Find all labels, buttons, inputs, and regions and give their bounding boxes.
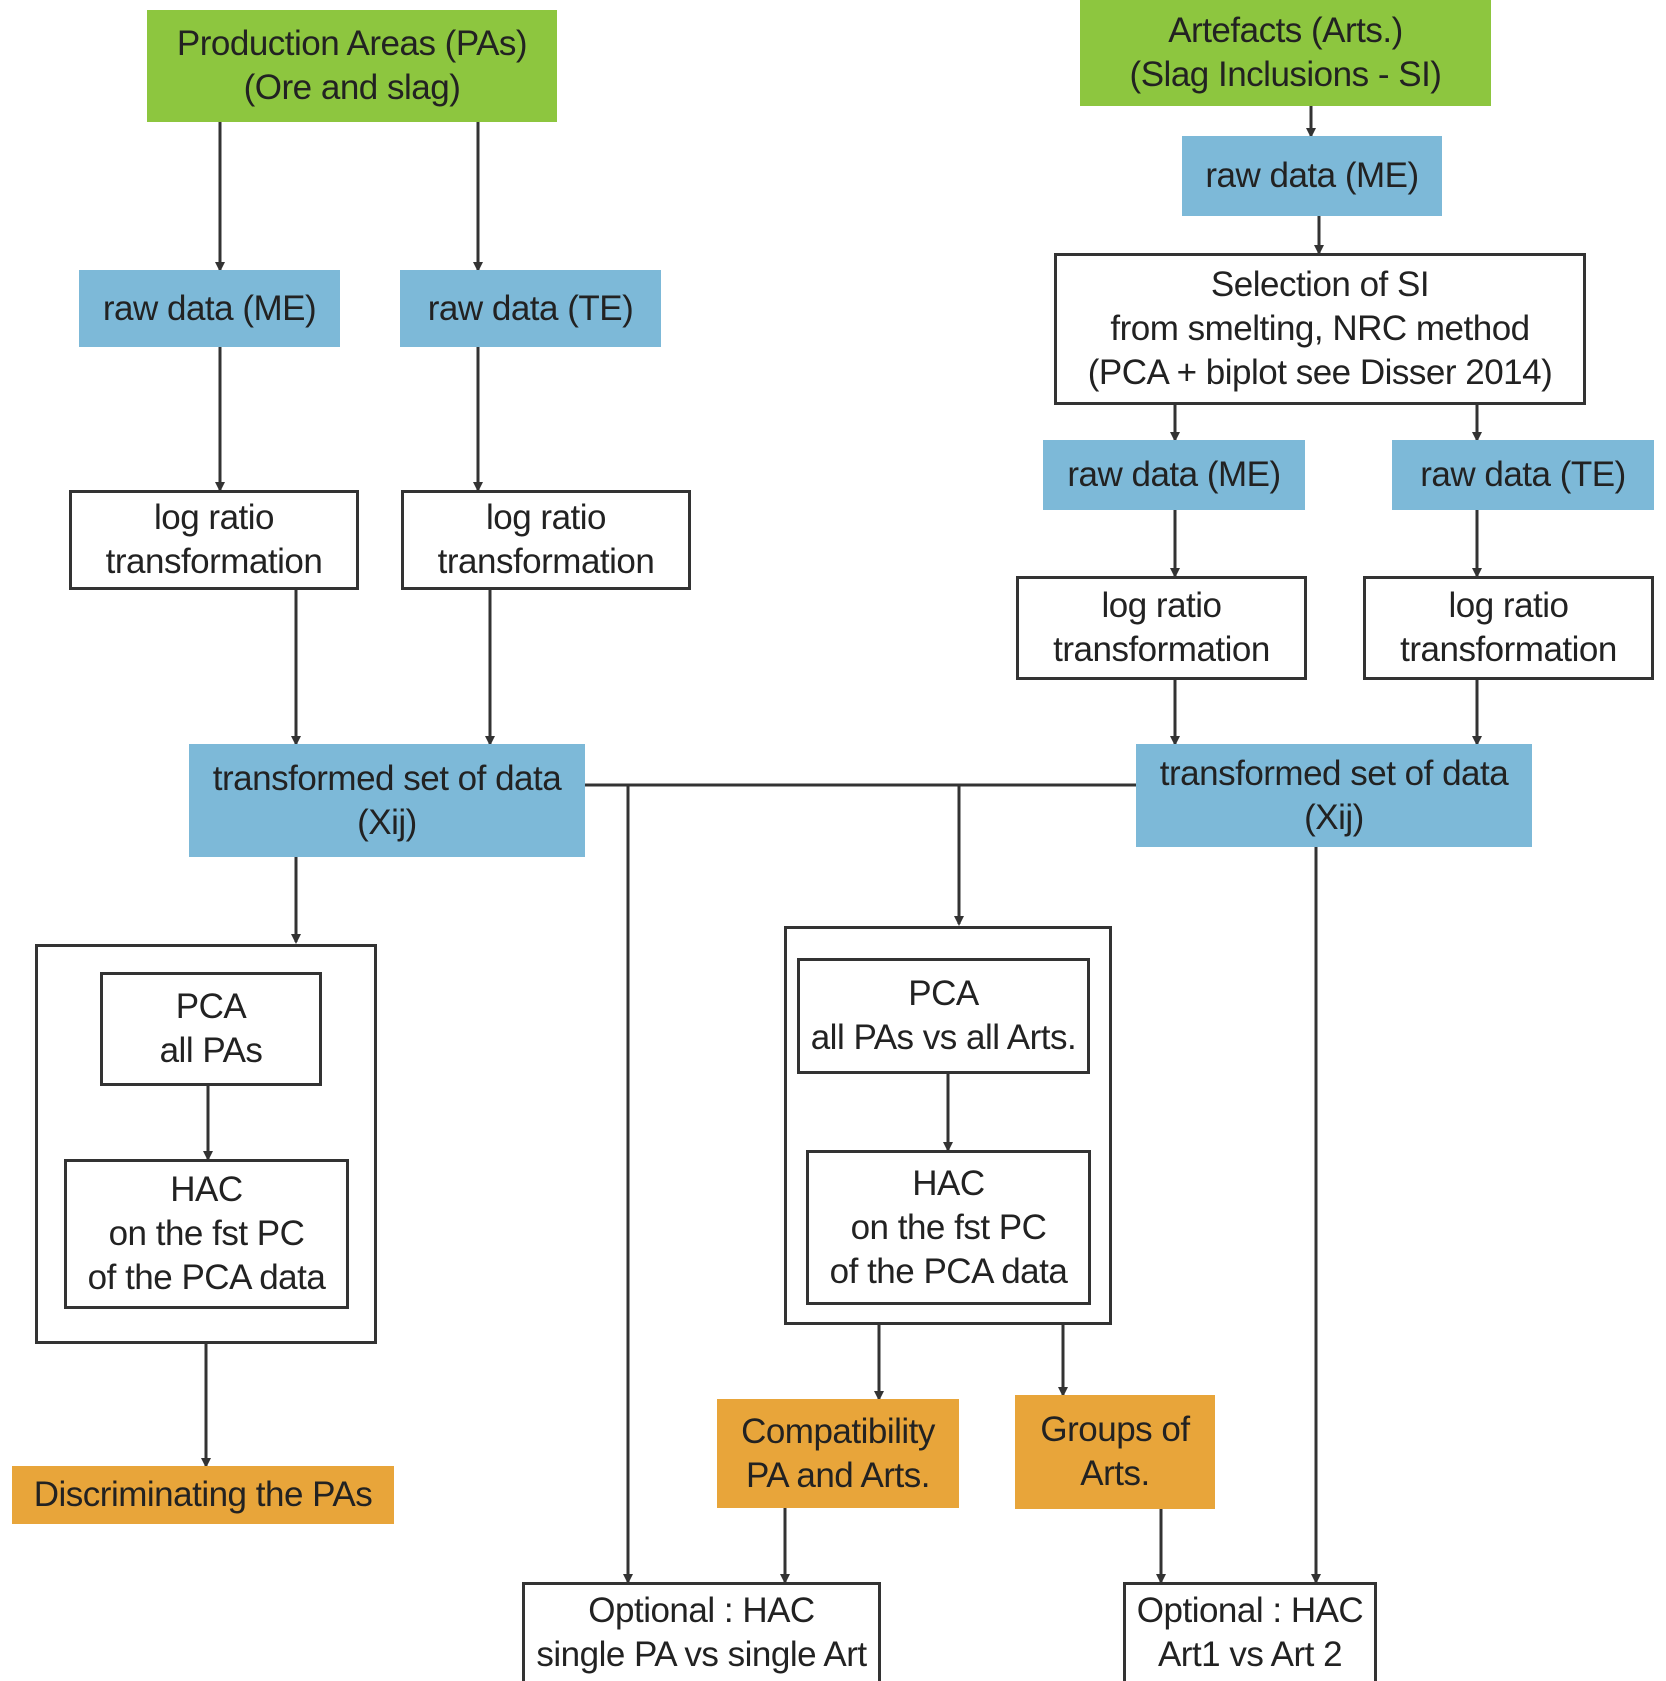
pca-all-pas-node: PCA all PAs (100, 972, 322, 1086)
pa-art-analysis-frame (784, 926, 1112, 1325)
discriminating-pas-node: Discriminating the PAs (12, 1466, 394, 1524)
hac-pas-arts-node: HAC on the fst PC of the PCA data (806, 1150, 1091, 1305)
compatibility-node: Compatibility PA and Arts. (717, 1399, 959, 1508)
optional-pa-art-node: Optional : HAC single PA vs single Art (522, 1582, 881, 1681)
art-raw-me-top-node: raw data (ME) (1182, 136, 1442, 216)
production-areas-node: Production Areas (PAs) (Ore and slag) (147, 10, 557, 122)
art-raw-me-node: raw data (ME) (1043, 440, 1305, 510)
selection-si-node: Selection of SI from smelting, NRC metho… (1054, 253, 1586, 405)
pca-pas-vs-arts-node: PCA all PAs vs all Arts. (797, 958, 1090, 1074)
art-transformed-node: transformed set of data (Xij) (1136, 744, 1532, 847)
art-log-me-node: log ratio transformation (1016, 576, 1307, 680)
pa-raw-me-node: raw data (ME) (79, 270, 340, 347)
groups-of-arts-node: Groups of Arts. (1015, 1395, 1215, 1509)
pa-transformed-node: transformed set of data (Xij) (189, 744, 585, 857)
art-log-te-node: log ratio transformation (1363, 576, 1654, 680)
hac-pas-node: HAC on the fst PC of the PCA data (64, 1159, 349, 1309)
pa-log-te-node: log ratio transformation (401, 490, 691, 590)
pa-log-me-node: log ratio transformation (69, 490, 359, 590)
optional-art-art-node: Optional : HAC Art1 vs Art 2 (1123, 1582, 1377, 1681)
art-raw-te-node: raw data (TE) (1392, 440, 1654, 510)
pa-analysis-frame (35, 944, 377, 1344)
pa-raw-te-node: raw data (TE) (400, 270, 661, 347)
artefacts-node: Artefacts (Arts.) (Slag Inclusions - SI) (1080, 0, 1491, 106)
